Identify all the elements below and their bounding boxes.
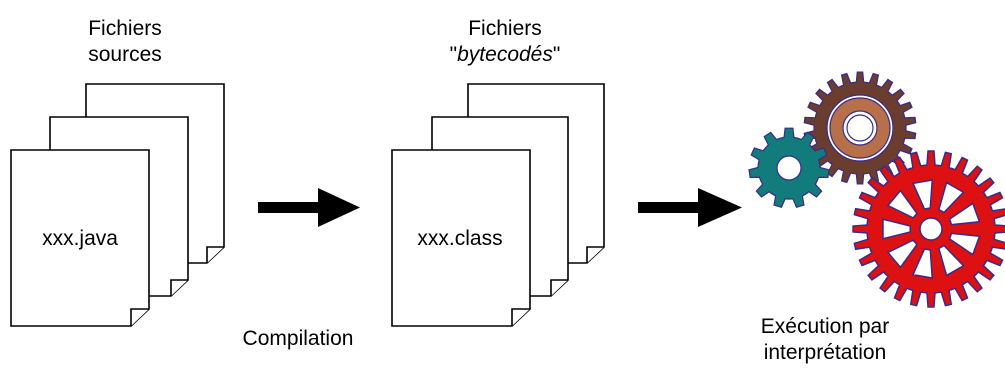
execution-arrow xyxy=(638,188,742,227)
execution-label-line1: Exécution par xyxy=(760,315,890,338)
execution-label: Exécution par interprétation xyxy=(740,314,910,366)
execution-label-line2: interprétation xyxy=(763,341,887,364)
bytecode-file-front-fold xyxy=(511,308,530,326)
source-files-title: Fichiers sources xyxy=(70,16,180,68)
source-file-front-fold xyxy=(130,308,149,326)
medium-gear-hub xyxy=(846,114,874,142)
bytecode-title-italic: bytecodés xyxy=(457,43,553,66)
bytecode-files-title-line1: Fichiers xyxy=(468,17,542,40)
gears-group xyxy=(748,71,1005,308)
bytecode-file-stack xyxy=(391,83,605,327)
source-file-stack xyxy=(10,83,225,327)
medium-gear-inner-ring xyxy=(829,97,891,159)
compilation-arrow xyxy=(258,188,360,227)
source-files-title-line1: Fichiers xyxy=(88,17,162,40)
source-files-title-line2: sources xyxy=(88,43,162,66)
bytecode-title-close-quote: " xyxy=(552,43,561,66)
source-file-name: xxx.java xyxy=(42,227,118,250)
bytecode-files-title-line2: "bytecodés" xyxy=(430,42,580,68)
large-gear xyxy=(852,150,1005,308)
bytecode-file-back-fold xyxy=(586,246,604,263)
compilation-label: Compilation xyxy=(242,327,354,350)
source-file-back-fold xyxy=(206,246,224,263)
small-gear xyxy=(748,127,830,209)
source-file-middle-fold xyxy=(170,279,188,296)
bytecode-files-title: Fichiers "bytecodés" xyxy=(430,16,580,68)
bytecode-title-open-quote: " xyxy=(449,43,458,66)
medium-gear xyxy=(803,71,917,185)
bytecode-file-name: xxx.class xyxy=(417,227,503,250)
bytecode-file-middle-fold xyxy=(550,279,568,296)
